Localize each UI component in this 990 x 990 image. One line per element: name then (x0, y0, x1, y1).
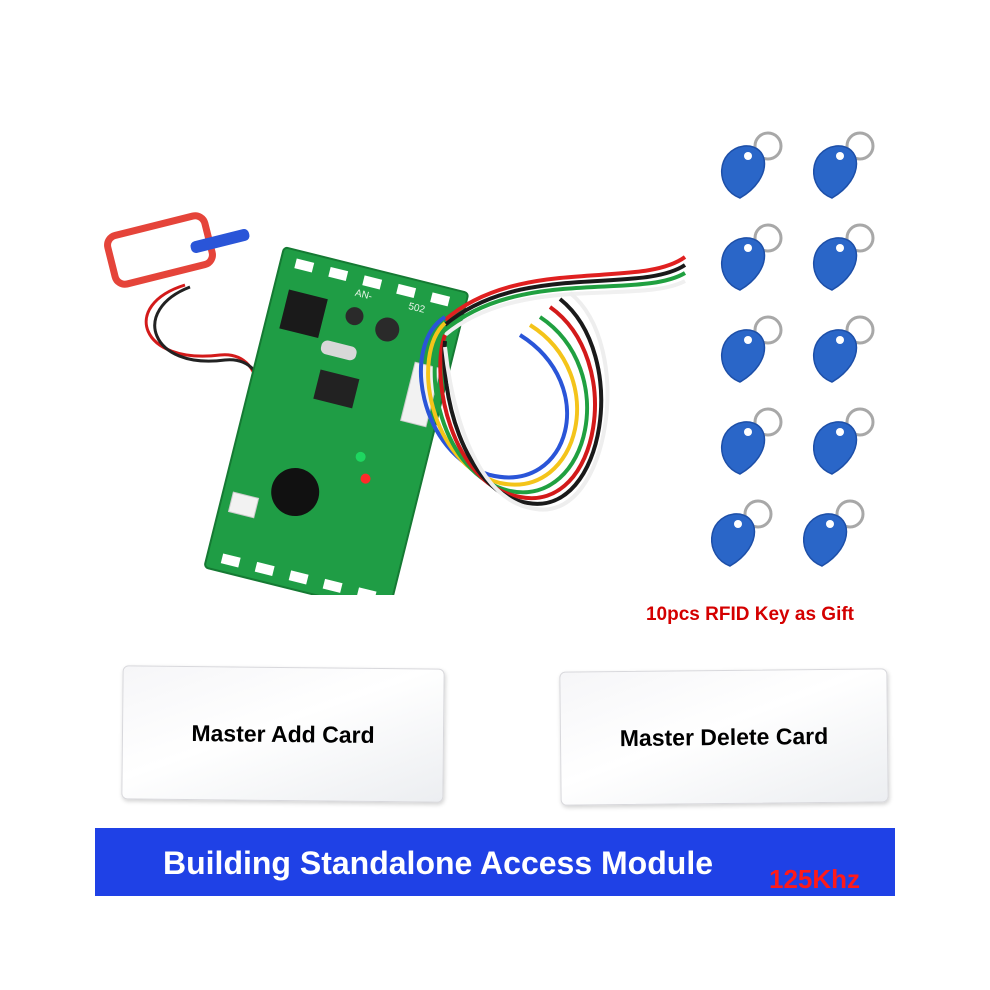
silkscreen-left: AN- (354, 288, 373, 303)
key-fob (813, 131, 875, 199)
banner-title: Building Standalone Access Module (163, 845, 713, 881)
rfid-module-board: AN- 502 (104, 212, 687, 595)
antenna-coil (104, 212, 250, 288)
microcontroller-chip (313, 369, 360, 409)
green-led (355, 451, 366, 462)
key-fob (721, 407, 783, 475)
key-fob (711, 499, 773, 567)
master-add-card: Master Add Card (121, 665, 445, 803)
gift-caption: 10pcs RFID Key as Gift (645, 604, 855, 625)
crystal (320, 340, 357, 361)
relay (279, 289, 328, 339)
silkscreen-right: 502 (407, 301, 426, 316)
key-fob (721, 315, 783, 383)
master-delete-card: Master Delete Card (559, 668, 889, 806)
buzzer (271, 468, 320, 517)
key-fob (721, 131, 783, 199)
banner-frequency: 125Khz (769, 864, 861, 894)
key-fob (721, 223, 783, 291)
wire-bundle (419, 255, 687, 512)
capacitor-small (345, 307, 364, 326)
antenna-connector (227, 491, 260, 519)
pcb: AN- 502 (204, 246, 469, 595)
key-fob (813, 223, 875, 291)
key-fob (813, 315, 875, 383)
red-led (360, 473, 371, 484)
title-banner: Building Standalone Access Module 125Khz (95, 828, 895, 896)
key-fob (813, 407, 875, 475)
rfid-key-fobs (711, 131, 875, 567)
master-delete-card-label: Master Delete Card (619, 722, 829, 751)
master-add-card-label: Master Add Card (191, 719, 375, 748)
key-fob (803, 499, 865, 567)
capacitor (375, 317, 400, 342)
